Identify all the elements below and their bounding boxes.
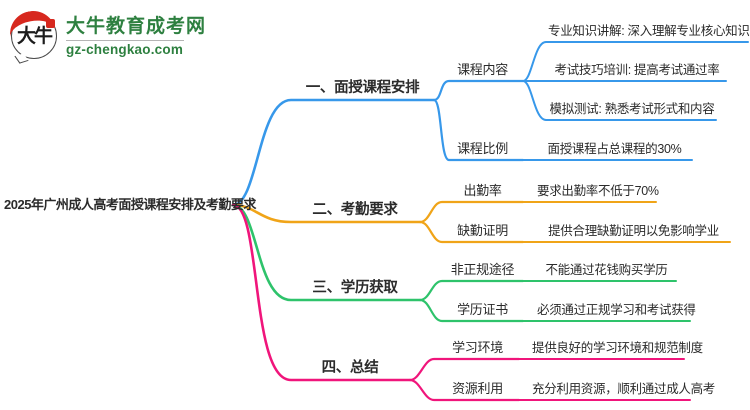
edge-course-ratio — [432, 98, 525, 162]
subtopic-study-env: 学习环境 — [452, 340, 503, 355]
leaf-rate-70: 要求出勤率不低于70% — [537, 184, 659, 198]
leaf-mock-test: 模拟测试: 熟悉考试形式和内容 — [549, 102, 715, 116]
subtopic-resource-use: 资源利用 — [452, 381, 503, 396]
edge-leaf-knowledge — [522, 41, 749, 82]
edge-attendance-rate — [418, 200, 525, 224]
leaf-knowledge: 专业知识讲解: 深入理解专业核心知识 — [548, 24, 750, 38]
site-logo: 大牛 大牛教育成考网 gz-chengkao.com — [6, 7, 206, 64]
logo-seal-stamp — [46, 19, 55, 28]
logo-calligraphy-text: 大牛 — [16, 26, 53, 47]
edge-informal-way — [418, 279, 525, 302]
leaf-formal-study: 必须通过正规学习和考试获得 — [537, 303, 696, 317]
leaf-proof: 提供合理缺勤证明以免影响学业 — [548, 224, 719, 238]
edge-branch4 — [231, 203, 412, 382]
subtopic-course-content: 课程内容 — [457, 62, 508, 77]
site-logo-text: 大牛教育成考网 gz-chengkao.com — [66, 12, 206, 57]
branch-4-topic: 四、总结 — [321, 360, 379, 376]
subtopic-course-ratio: 课程比例 — [457, 141, 508, 156]
branch-2-topic: 二、考勤要求 — [312, 202, 398, 218]
subtopic-absence-proof: 缺勤证明 — [457, 223, 508, 238]
leaf-no-buy: 不能通过花钱购买学历 — [545, 263, 668, 277]
branch-1-topic: 一、面授课程安排 — [305, 80, 420, 96]
leaf-good-env: 提供良好的学习环境和规范制度 — [532, 341, 703, 355]
site-logo-icon: 大牛 — [6, 7, 60, 64]
leaf-use-resources: 充分利用资源，顺利通过成人高考 — [532, 382, 716, 396]
edge-study-env — [408, 357, 521, 382]
edge-branch2 — [231, 203, 422, 224]
subtopic-informal-way: 非正规途径 — [450, 262, 515, 277]
site-url: gz-chengkao.com — [66, 42, 184, 57]
subtopic-diploma: 学历证书 — [457, 302, 508, 317]
edge-absence-proof — [418, 220, 525, 244]
edge-resource-use — [408, 378, 521, 402]
logo-divider — [66, 40, 184, 41]
subtopic-attendance-rate: 出勤率 — [463, 183, 502, 198]
edge-course-content — [432, 79, 525, 102]
root-topic: 2025年广州成人高考面授课程安排及考勤要求 — [4, 197, 256, 212]
leaf-ratio-30: 面授课程占总课程的30% — [547, 142, 682, 156]
edge-leaf-mock-test — [522, 80, 717, 121]
edge-branch1 — [231, 98, 436, 207]
leaf-exam-skills: 考试技巧培训: 提高考试通过率 — [554, 63, 720, 77]
site-name: 大牛教育成考网 — [66, 16, 207, 37]
edge-diploma — [418, 298, 525, 323]
branch-3-topic: 三、学历获取 — [312, 280, 398, 296]
